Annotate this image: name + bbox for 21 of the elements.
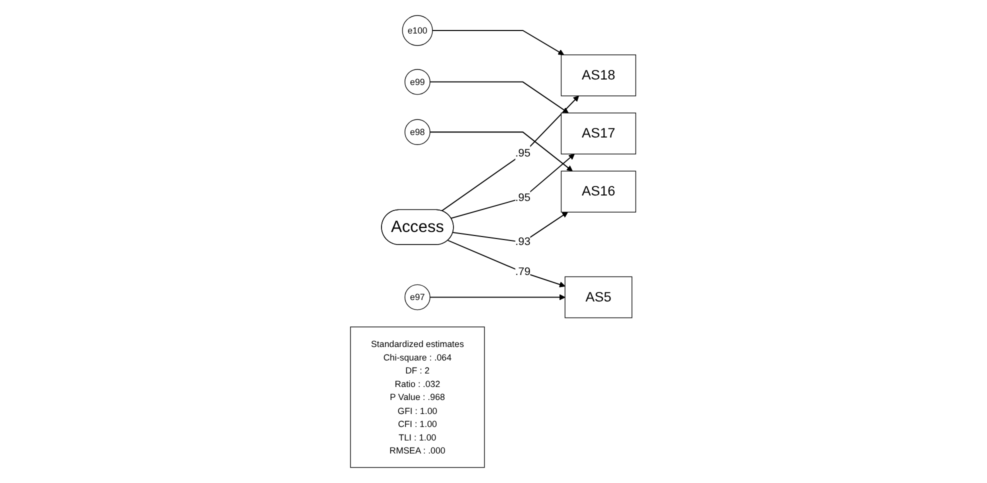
arrow bbox=[451, 154, 576, 219]
node-circle: e98 bbox=[404, 119, 431, 145]
node-circle: e100 bbox=[402, 15, 434, 46]
node-box: AS5 bbox=[565, 276, 633, 318]
edge-label: .95 bbox=[516, 148, 531, 160]
node-box: AS18 bbox=[561, 54, 636, 96]
arrow bbox=[442, 96, 580, 212]
node-box: Standardized estimates Chi-square : .064 DF : 2 Ratio : .032 P Value : .968 GFI : 1.00 CFI : 1.00 TLI : 1.00 RMSEA : .000 bbox=[350, 326, 486, 468]
edge-label: .79 bbox=[516, 266, 531, 278]
edge-label: .93 bbox=[516, 236, 531, 248]
arrow bbox=[430, 81, 570, 114]
arrow bbox=[453, 212, 568, 243]
arrow bbox=[448, 240, 566, 288]
arrow bbox=[430, 294, 566, 300]
node-box: AS16 bbox=[561, 170, 636, 213]
edge-label: .95 bbox=[516, 192, 531, 204]
node-circle: e97 bbox=[404, 284, 431, 310]
arrow bbox=[432, 30, 565, 56]
arrow bbox=[430, 132, 574, 172]
node-circle: e99 bbox=[404, 69, 431, 95]
node-box: AS17 bbox=[561, 112, 636, 154]
